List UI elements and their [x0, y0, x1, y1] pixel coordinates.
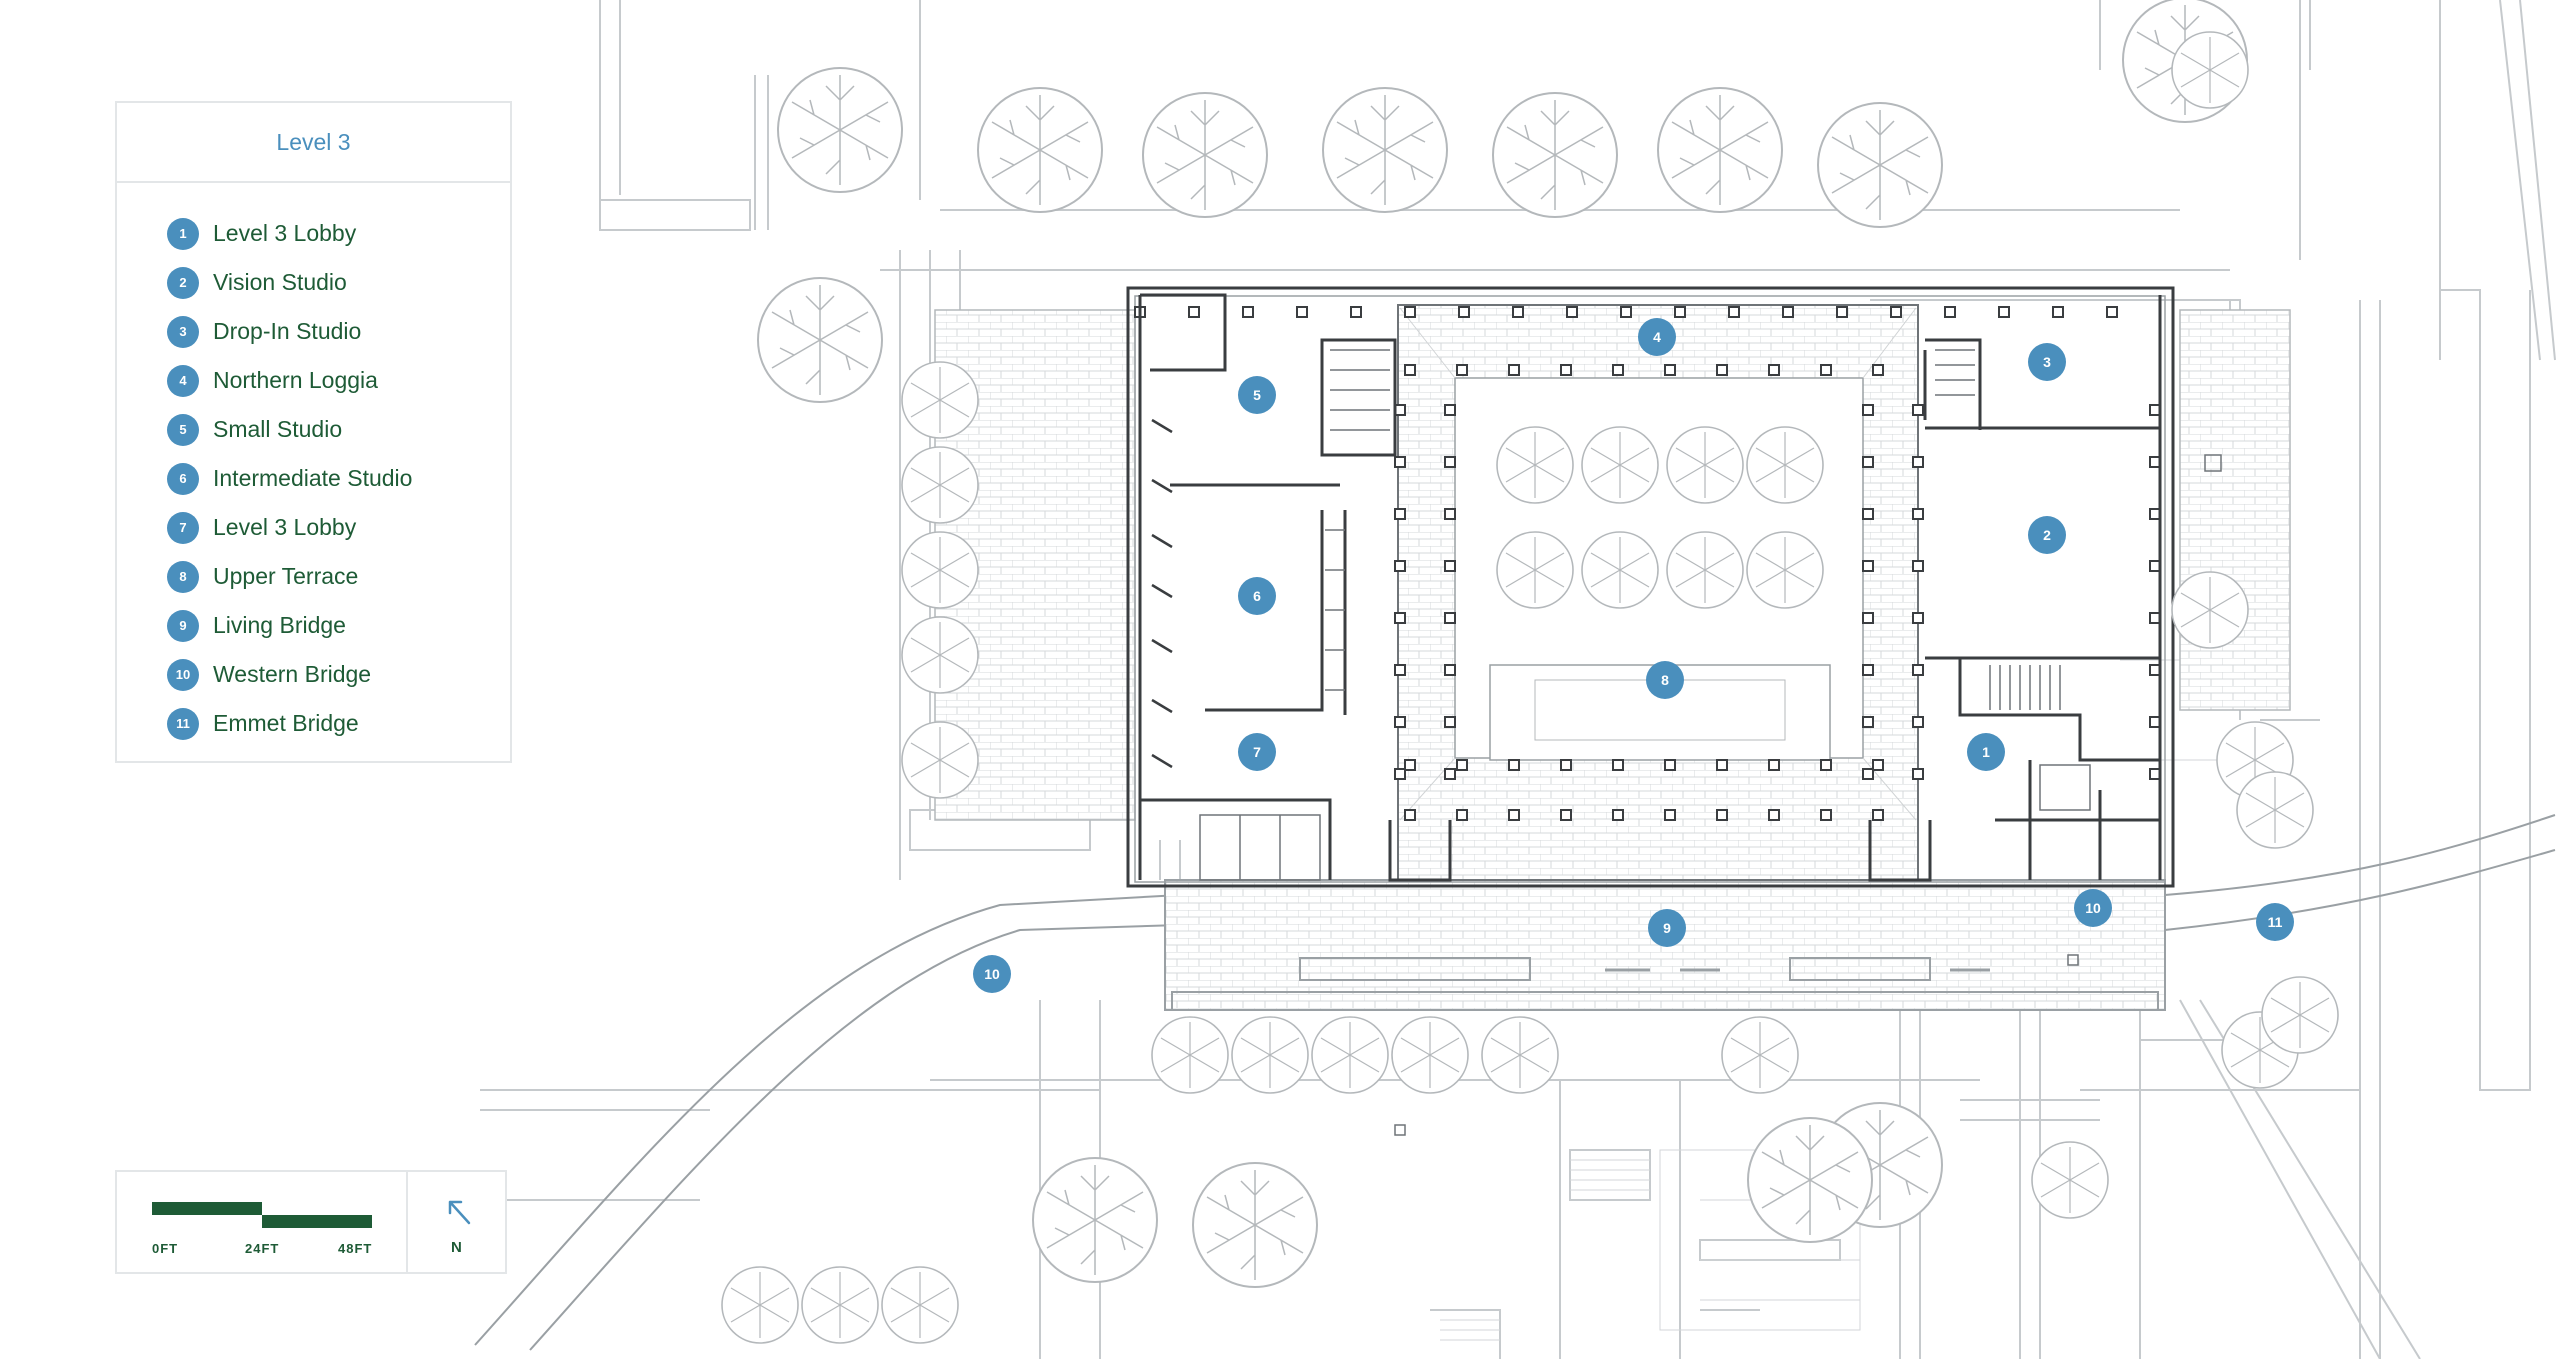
scale-bar-segment: [262, 1215, 372, 1228]
legend-number-badge: 5: [167, 413, 199, 446]
legend-label: Upper Terrace: [213, 563, 359, 589]
scale-label-0: 0FT: [152, 1241, 179, 1256]
legend-number-badge: 1: [167, 217, 199, 250]
legend-item[interactable]: 11 Emmet Bridge: [167, 699, 510, 748]
legend-label: Northern Loggia: [213, 367, 378, 393]
legend-number-badge: 4: [167, 364, 199, 397]
legend-number-badge: 6: [167, 462, 199, 495]
map-marker-1[interactable]: 1: [1967, 733, 2005, 771]
legend-number-badge: 7: [167, 511, 199, 544]
legend-label: Western Bridge: [213, 661, 372, 687]
scale-label-24: 24FT: [245, 1241, 280, 1256]
legend-label: Level 3 Lobby: [213, 514, 357, 540]
legend-item[interactable]: 9 Living Bridge: [167, 601, 510, 650]
legend-item[interactable]: 7 Level 3 Lobby: [167, 503, 510, 552]
legend-number-badge: 11: [167, 707, 199, 740]
legend-label: Vision Studio: [213, 269, 347, 295]
map-marker-5[interactable]: 5: [1238, 376, 1276, 414]
map-marker-8[interactable]: 8: [1646, 661, 1684, 699]
scale-bar-segment: [152, 1202, 262, 1215]
legend-item[interactable]: 4 Northern Loggia: [167, 356, 510, 405]
legend-label: Living Bridge: [213, 612, 346, 638]
legend-number-badge: 3: [167, 315, 199, 348]
map-marker-2[interactable]: 2: [2028, 516, 2066, 554]
map-marker-7[interactable]: 7: [1238, 733, 1276, 771]
legend-item[interactable]: 6 Intermediate Studio: [167, 454, 510, 503]
legend-label: Intermediate Studio: [213, 465, 413, 491]
legend-number-badge: 8: [167, 560, 199, 593]
legend-number-badge: 2: [167, 266, 199, 299]
legend-item[interactable]: 1 Level 3 Lobby: [167, 209, 510, 258]
legend-label: Level 3 Lobby: [213, 220, 357, 246]
legend-item[interactable]: 2 Vision Studio: [167, 258, 510, 307]
scale-bar: [152, 1202, 372, 1228]
map-marker-6[interactable]: 6: [1238, 577, 1276, 615]
legend-label: Small Studio: [213, 416, 343, 442]
legend-item[interactable]: 8 Upper Terrace: [167, 552, 510, 601]
divider: [406, 1172, 408, 1272]
map-marker-10-west[interactable]: 10: [973, 955, 1011, 993]
legend-item[interactable]: 5 Small Studio: [167, 405, 510, 454]
legend-number-badge: 10: [167, 658, 199, 691]
legend-label: Emmet Bridge: [213, 710, 359, 736]
scale-label-48: 48FT: [338, 1241, 373, 1256]
legend-item[interactable]: 3 Drop-In Studio: [167, 307, 510, 356]
north-label: N: [451, 1239, 462, 1256]
legend-number-badge: 9: [167, 609, 199, 642]
legend-title: Level 3: [117, 103, 510, 183]
scale-and-north-panel: 0FT 24FT 48FT N: [115, 1170, 507, 1274]
map-marker-10-east[interactable]: 10: [2074, 889, 2112, 927]
map-marker-4[interactable]: 4: [1638, 318, 1676, 356]
legend-label: Drop-In Studio: [213, 318, 362, 344]
map-marker-11[interactable]: 11: [2256, 903, 2294, 941]
north-arrow-icon: [448, 1200, 471, 1225]
legend-item[interactable]: 10 Western Bridge: [167, 650, 510, 699]
map-marker-9[interactable]: 9: [1648, 909, 1686, 947]
map-marker-3[interactable]: 3: [2028, 343, 2066, 381]
